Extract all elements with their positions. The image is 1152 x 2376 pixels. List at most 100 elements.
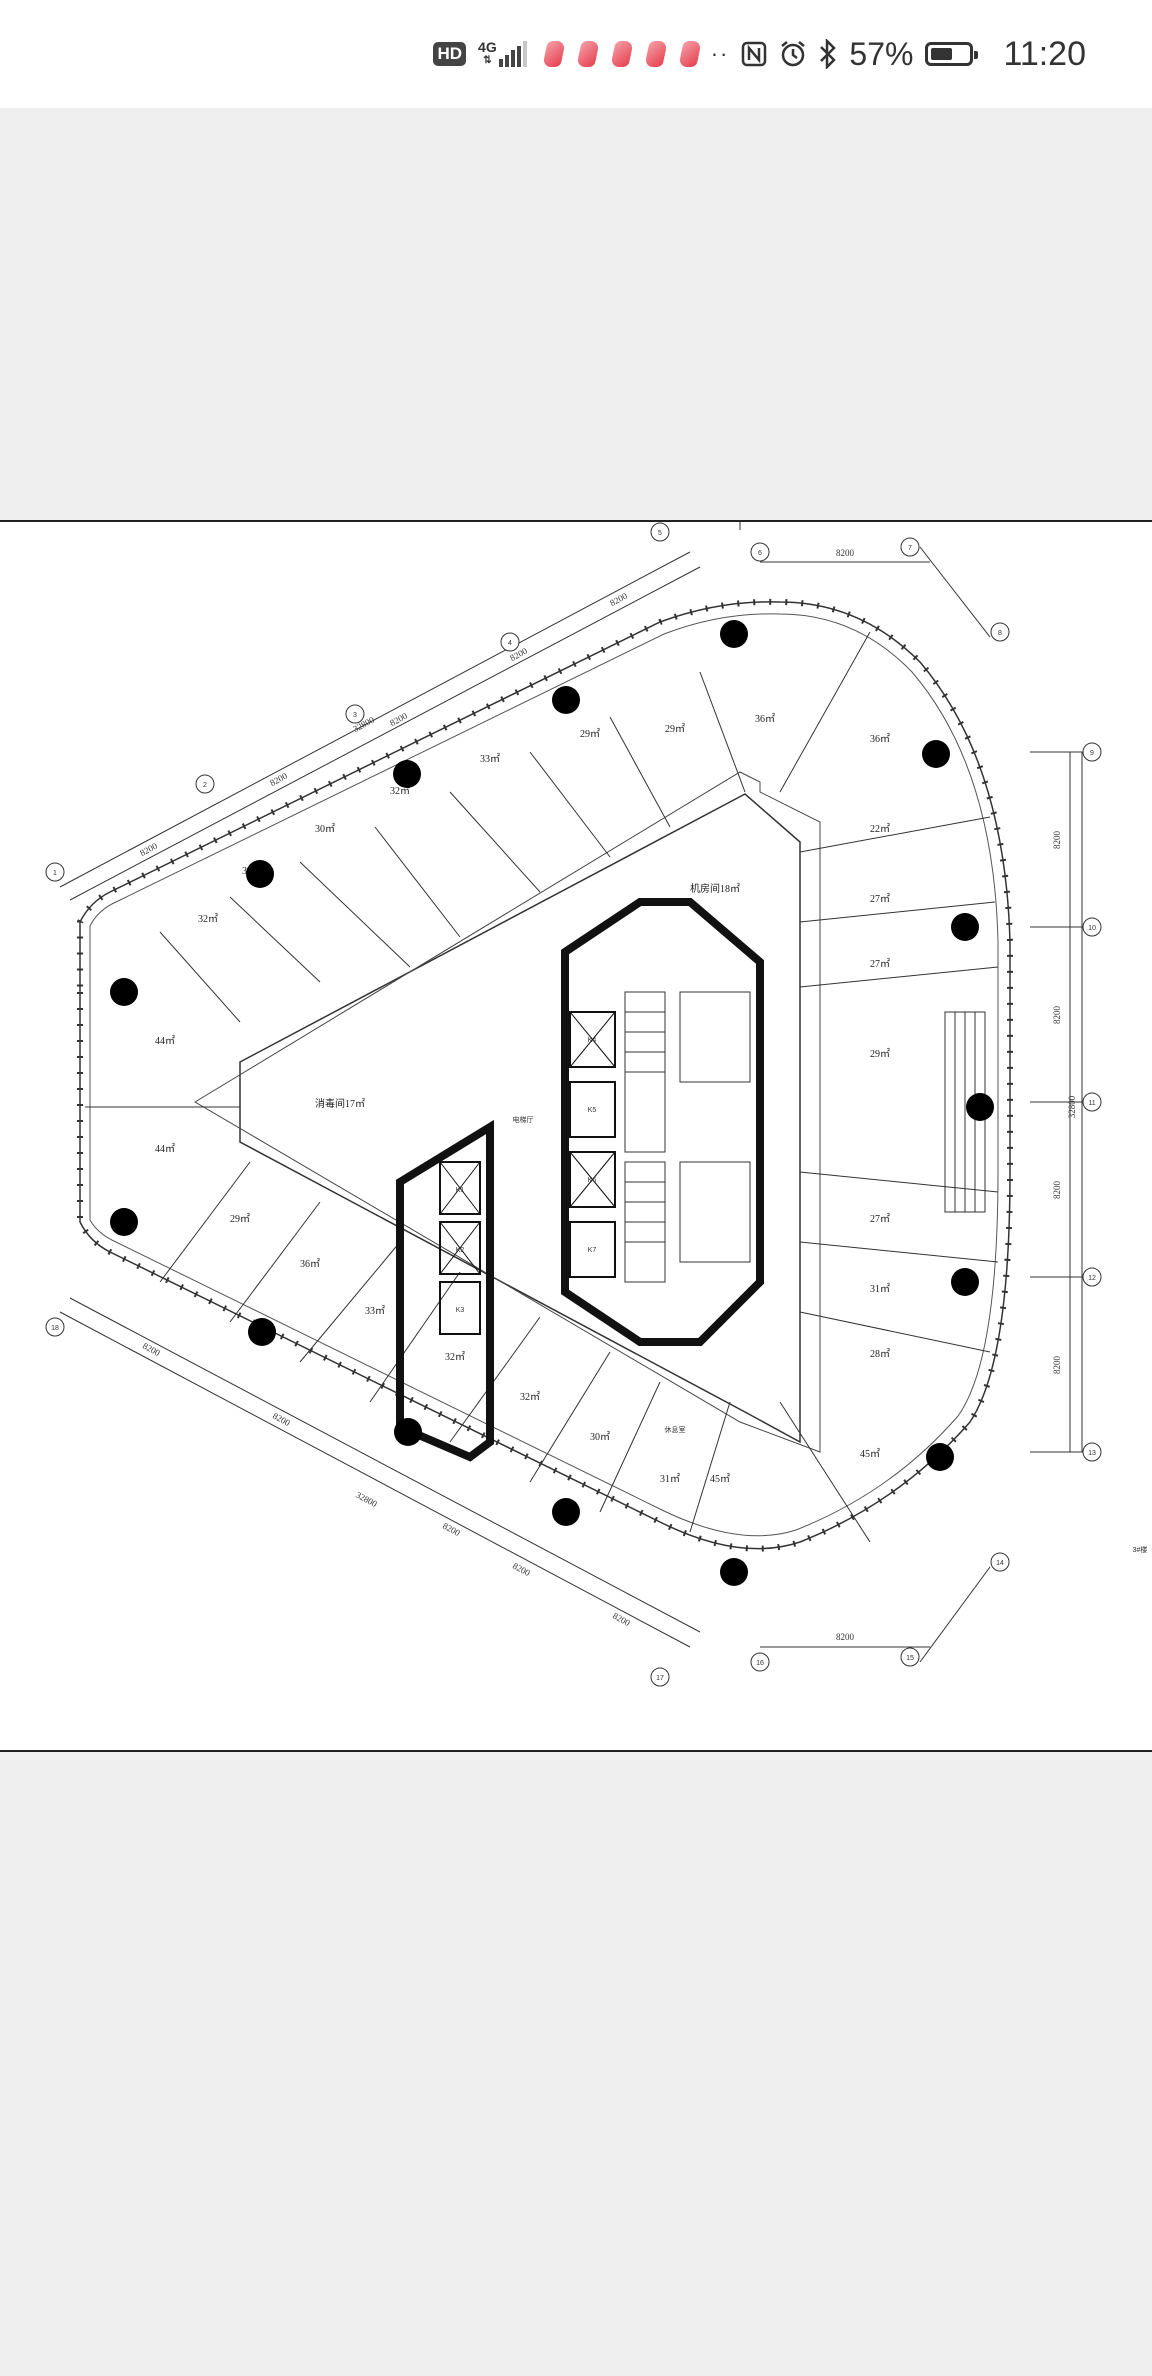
elevator-label: K5 [588,1107,597,1114]
column-marker [248,1318,276,1346]
grid-axis-marker [650,522,670,542]
elevator-label: K3 [456,1307,465,1314]
room-area-label: 33㎡ [480,753,500,765]
room-area-label: 36㎡ [300,1258,320,1270]
grid-axis-label: 15 [906,1655,914,1662]
grid-axis-label: 4 [508,640,512,647]
floor-plan-image[interactable]: 32㎡30㎡33㎡32㎡33㎡29㎡29㎡36㎡36㎡22㎡27㎡27㎡29㎡2… [0,520,1152,1752]
grid-axis-marker [45,1317,65,1337]
room-area-label: 29㎡ [665,723,685,735]
column-marker [110,1208,138,1236]
room-area-label: 33㎡ [365,1305,385,1317]
column-marker [951,1268,979,1296]
notification-icon [609,41,634,67]
grid-axis-label: 6 [758,550,762,557]
notification-icon [677,41,702,67]
grid-axis-marker [345,704,365,724]
grid-axis-marker [1082,1267,1102,1287]
room-area-label: 27㎡ [870,1213,890,1225]
column-marker [966,1093,994,1121]
room-area-label: 30㎡ [590,1431,610,1443]
room-name-label: 电梯厅 [513,1115,534,1124]
dimension-label: 8200 [836,548,855,558]
floor-plan-drawing: 32㎡30㎡33㎡32㎡33㎡29㎡29㎡36㎡36㎡22㎡27㎡27㎡29㎡2… [45,522,1148,1687]
dimension-label: 8200 [388,710,409,728]
elevator-label: K6 [588,1177,597,1184]
grid-axis-label: 1 [53,870,57,877]
room-area-label: 31㎡ [660,1473,680,1485]
signal-bar [522,41,527,67]
dimension-label: 8200 [836,1632,855,1642]
bluetooth-icon [819,39,837,69]
room-area-label: 36㎡ [755,713,775,725]
signal-icon: 4G ⇅ [478,40,529,68]
sheet-note-label: 3#楼 [1133,1545,1148,1554]
plan-labels: 32㎡30㎡33㎡32㎡33㎡29㎡29㎡36㎡36㎡22㎡27㎡27㎡29㎡2… [45,522,1148,1687]
grid-axis-marker [45,862,65,882]
grid-axis-label: 10 [1088,925,1096,932]
grid-axis-label: 18 [51,1325,59,1332]
grid-axis-label: 2 [203,782,207,789]
dimension-label: 8200 [611,1611,632,1629]
grid-axis-marker [1082,1092,1102,1112]
grid-axis-marker [750,542,770,562]
grid-axis-marker [650,1667,670,1687]
hd-badge: HD [433,42,467,66]
column-marker [110,978,138,1006]
column-marker [246,860,274,888]
grid-axis-label: 12 [1088,1275,1096,1282]
elevator-label: K1 [456,1187,465,1194]
clock: 11:20 [985,35,1086,74]
room-area-label: 32㎡ [445,1351,465,1363]
dimension-label: 8200 [608,590,629,608]
alarm-icon [779,40,807,68]
grid-axis-label: 14 [996,1560,1004,1567]
battery-percent: 57% [849,36,913,73]
room-area-label: 28㎡ [870,1348,890,1360]
grid-axis-label: 9 [1090,750,1094,757]
room-area-label: 29㎡ [580,728,600,740]
dimension-label: 8200 [511,1561,532,1579]
column-marker [552,686,580,714]
elevator-label: K2 [456,1247,465,1254]
room-area-label: 36㎡ [870,733,890,745]
room-area-label: 29㎡ [870,1048,890,1060]
grid-axis-marker [1082,917,1102,937]
overflow-dots: ·· [710,41,730,66]
grid-axis-marker [1082,742,1102,762]
room-area-label: 44㎡ [155,1035,175,1047]
grid-axis-label: 7 [908,545,912,552]
grid-axis-label: 16 [756,1660,764,1667]
grid-axis-marker [195,774,215,794]
battery-percent-text: 57% [849,35,914,72]
plan-structure [59,522,1095,1663]
signal-bar [504,54,509,67]
column-marker [951,913,979,941]
column-marker [926,1443,954,1471]
nfc-icon [741,41,767,67]
grid-axis-marker [900,1647,920,1667]
battery-icon [925,42,979,66]
room-area-label: 45㎡ [860,1448,880,1460]
clock-text: 11:20 [1003,34,1086,73]
signal-bar [516,45,521,67]
room-name-label: 消毒间17㎡ [315,1097,365,1110]
notification-icon [643,41,668,67]
dimension-total-label: 32800 [354,1490,379,1510]
signal-bar [510,50,515,67]
room-area-label: 27㎡ [870,958,890,970]
elevator-label: K7 [588,1247,597,1254]
grid-axis-label: 13 [1088,1450,1096,1457]
grid-axis-marker [1082,1442,1102,1462]
more-notifications-icon: ·· [711,41,730,67]
room-name-label: 休息室 [665,1425,686,1434]
room-area-label: 45㎡ [710,1473,730,1485]
grid-axis-label: 3 [353,712,357,719]
dimension-total-label: 32800 [1067,1095,1077,1118]
column-marker [552,1498,580,1526]
grid-axis-label: 11 [1088,1100,1095,1107]
column-marker [394,1418,422,1446]
grid-axis-marker [500,632,520,652]
battery-fill [931,48,953,60]
dimension-label: 8200 [441,1521,462,1539]
